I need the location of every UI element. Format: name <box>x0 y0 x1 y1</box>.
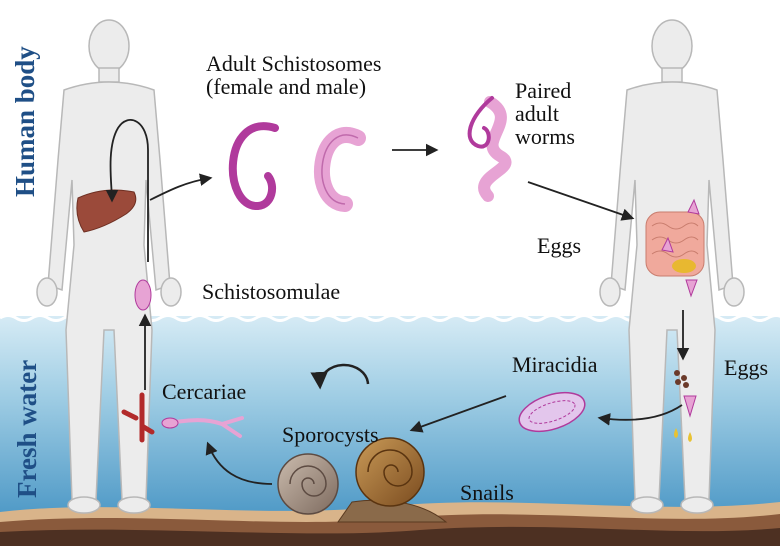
adult-worm-female <box>233 126 275 206</box>
label-snails: Snails <box>460 481 514 504</box>
label-paired-line1: Paired <box>515 79 575 102</box>
schistosomula <box>135 280 151 310</box>
label-eggs-body: Eggs <box>537 234 581 257</box>
label-eggs-water: Eggs <box>724 356 768 379</box>
label-adult-line2: (female and male) <box>206 75 381 98</box>
label-sporocysts: Sporocysts <box>282 423 379 446</box>
section-label-fresh-water: Fresh water <box>12 360 43 498</box>
label-paired-line3: worms <box>515 125 575 148</box>
label-cercariae: Cercariae <box>162 380 246 403</box>
label-paired-adult-worms: Paired adult worms <box>515 79 575 148</box>
label-miracidia: Miracidia <box>512 353 598 376</box>
paired-worms <box>484 102 505 196</box>
label-schistosomulae: Schistosomulae <box>202 280 340 303</box>
label-adult-line1: Adult Schistosomes <box>206 52 381 75</box>
section-label-human-body: Human body <box>10 46 41 197</box>
label-adult-schistosomes: Adult Schistosomes (female and male) <box>206 52 381 98</box>
snail-grey <box>278 454 338 514</box>
arrow-paired-to-intestine <box>528 182 632 218</box>
label-paired-line2: adult <box>515 102 575 125</box>
